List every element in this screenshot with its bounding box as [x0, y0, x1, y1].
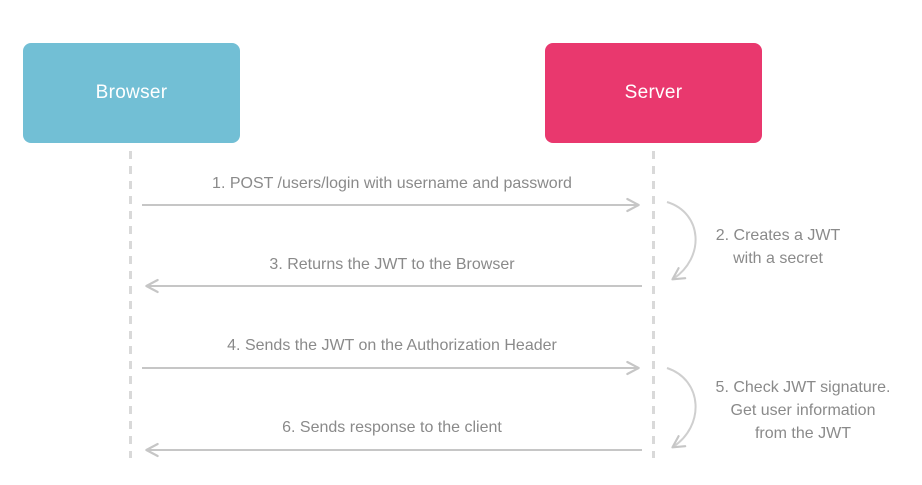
message-label-step-4: 4. Sends the JWT on the Authorization He…: [227, 337, 557, 354]
self-message-step-5-line-1: 5. Check JWT signature.: [715, 379, 891, 396]
actor-browser-label: Browser: [95, 82, 168, 103]
message-label-step-1: 1. POST /users/login with username and p…: [212, 175, 572, 192]
actor-server-label: Server: [624, 82, 683, 103]
actor-browser: Browser: [23, 43, 240, 143]
self-message-step-5-line-2: Get user information: [730, 402, 876, 419]
self-message-label-step-5: 5. Check JWT signature. Get user informa…: [703, 376, 903, 445]
actor-server: Server: [545, 43, 762, 143]
self-message-step-2-line-2: with a secret: [733, 250, 823, 267]
self-message-step-5-line-3: from the JWT: [754, 425, 851, 442]
self-message-step-2-line-1: 2. Creates a JWT: [715, 227, 841, 244]
self-message-label-step-2: 2. Creates a JWT with a secret: [678, 224, 878, 270]
message-label-step-6: 6. Sends response to the client: [282, 419, 502, 436]
self-arrow-step-5: [666, 367, 697, 449]
message-label-step-3: 3. Returns the JWT to the Browser: [269, 256, 515, 273]
self-arrow-step-2: [666, 201, 697, 281]
